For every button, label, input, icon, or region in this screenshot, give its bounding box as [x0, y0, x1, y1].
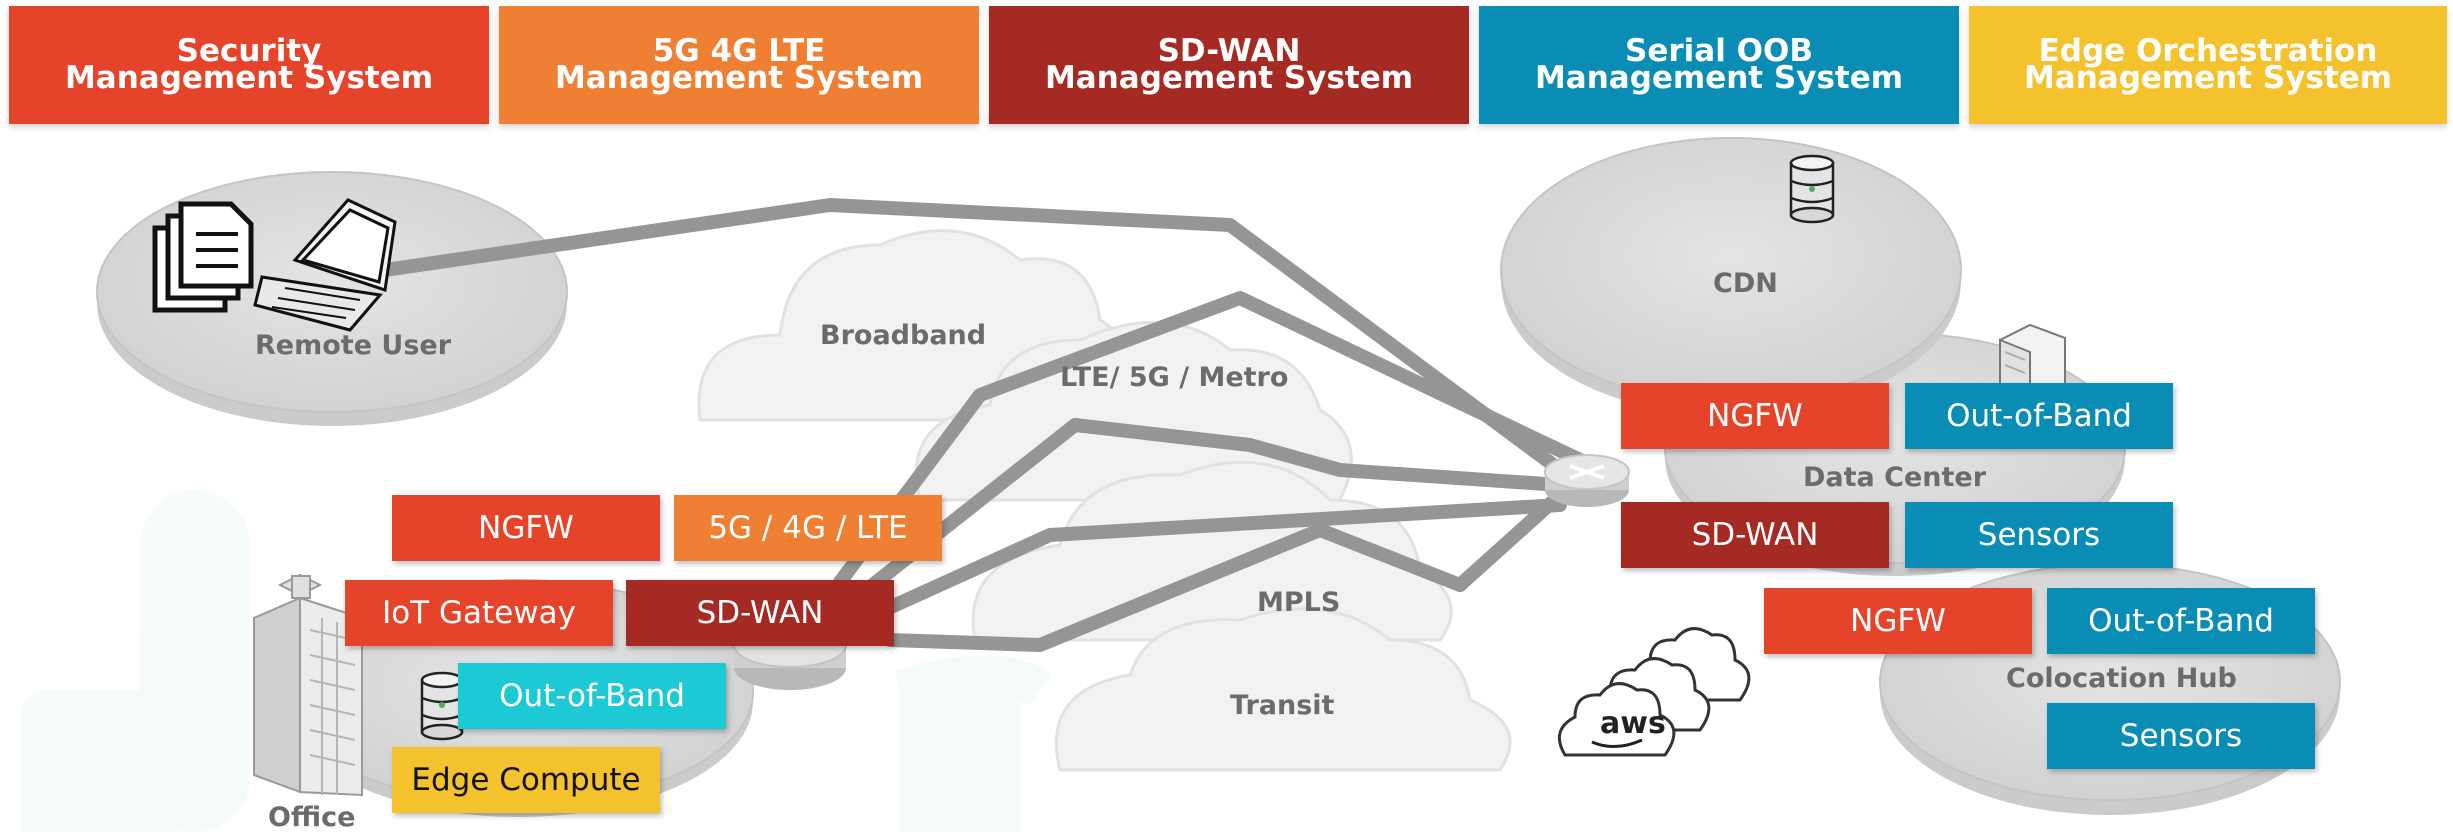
- site-label-colocation-hub: Colocation Hub: [2006, 663, 2237, 694]
- site-label-cdn: CDN: [1713, 268, 1778, 299]
- header-edge: Edge Orchestration Management System: [1969, 6, 2447, 124]
- header-edge-line1: Edge Orchestration: [2038, 33, 2378, 69]
- network-label-broadband: Broadband: [820, 320, 987, 351]
- network-label-transit: Transit: [1230, 690, 1335, 721]
- dc-router-icon: [1544, 454, 1630, 507]
- office-ngfw-box: NGFW: [392, 495, 660, 561]
- header-sdwan: SD-WAN Management System: [989, 6, 1469, 124]
- header-security: Security Management System: [9, 6, 489, 124]
- header-sdwan-line1: SD-WAN: [1157, 33, 1301, 69]
- network-label-mpls: MPLS: [1257, 587, 1341, 618]
- aws-cloud-icon: aws: [1557, 627, 1751, 757]
- site-label-data-center: Data Center: [1803, 462, 1987, 493]
- site-label-office: Office: [268, 802, 356, 833]
- header-security-line1: Security: [176, 33, 322, 69]
- header-sdwan-line2: Management System: [1044, 60, 1414, 96]
- link-office-broadband: [833, 291, 1587, 589]
- link-office-lte: [853, 418, 1567, 602]
- office-edge-compute-box: Edge Compute: [392, 747, 660, 813]
- link-office-transit: [883, 488, 1567, 652]
- office-iot-gateway-box: IoT Gateway: [345, 580, 613, 646]
- background-watermark: [20, 490, 1052, 832]
- colo-oob-box: Out-of-Band: [2047, 588, 2315, 654]
- office-oob-box: Out-of-Band: [458, 663, 726, 729]
- header-oob: Serial OOB Management System: [1479, 6, 1959, 124]
- documents-icon: [152, 201, 254, 313]
- office-lte-box: 5G / 4G / LTE: [674, 495, 942, 561]
- header-lte-line2: Management System: [554, 60, 924, 96]
- colo-ngfw-box: NGFW: [1764, 588, 2032, 654]
- disc-cdn: [1500, 137, 1962, 416]
- cdn-database-icon: [1789, 154, 1835, 224]
- office-database-icon: [420, 671, 464, 741]
- header-oob-line2: Management System: [1534, 60, 1904, 96]
- aws-logo-text: aws: [1600, 706, 1666, 741]
- dc-sdwan-box: SD-WAN: [1621, 502, 1889, 568]
- header-oob-line1: Serial OOB: [1625, 33, 1813, 69]
- cloud-transit: [1054, 607, 1512, 772]
- header-lte: 5G 4G LTE Management System: [499, 6, 979, 124]
- colo-sensors-box: Sensors: [2047, 703, 2315, 769]
- office-sdwan-box: SD-WAN: [626, 580, 894, 646]
- dc-ngfw-box: NGFW: [1621, 383, 1889, 449]
- header-lte-line1: 5G 4G LTE: [652, 33, 826, 69]
- link-office-mpls: [873, 498, 1567, 619]
- dc-sensors-box: Sensors: [1905, 502, 2173, 568]
- laptop-icon: [253, 198, 397, 332]
- network-label-lte-metro: LTE/ 5G / Metro: [1060, 362, 1289, 393]
- site-label-remote-user: Remote User: [255, 330, 452, 361]
- building-icon: [253, 573, 363, 797]
- header-edge-line2: Management System: [2023, 60, 2393, 96]
- link-remote-to-dc: [378, 198, 1567, 477]
- dc-oob-box: Out-of-Band: [1905, 383, 2173, 449]
- header-security-line2: Management System: [64, 60, 434, 96]
